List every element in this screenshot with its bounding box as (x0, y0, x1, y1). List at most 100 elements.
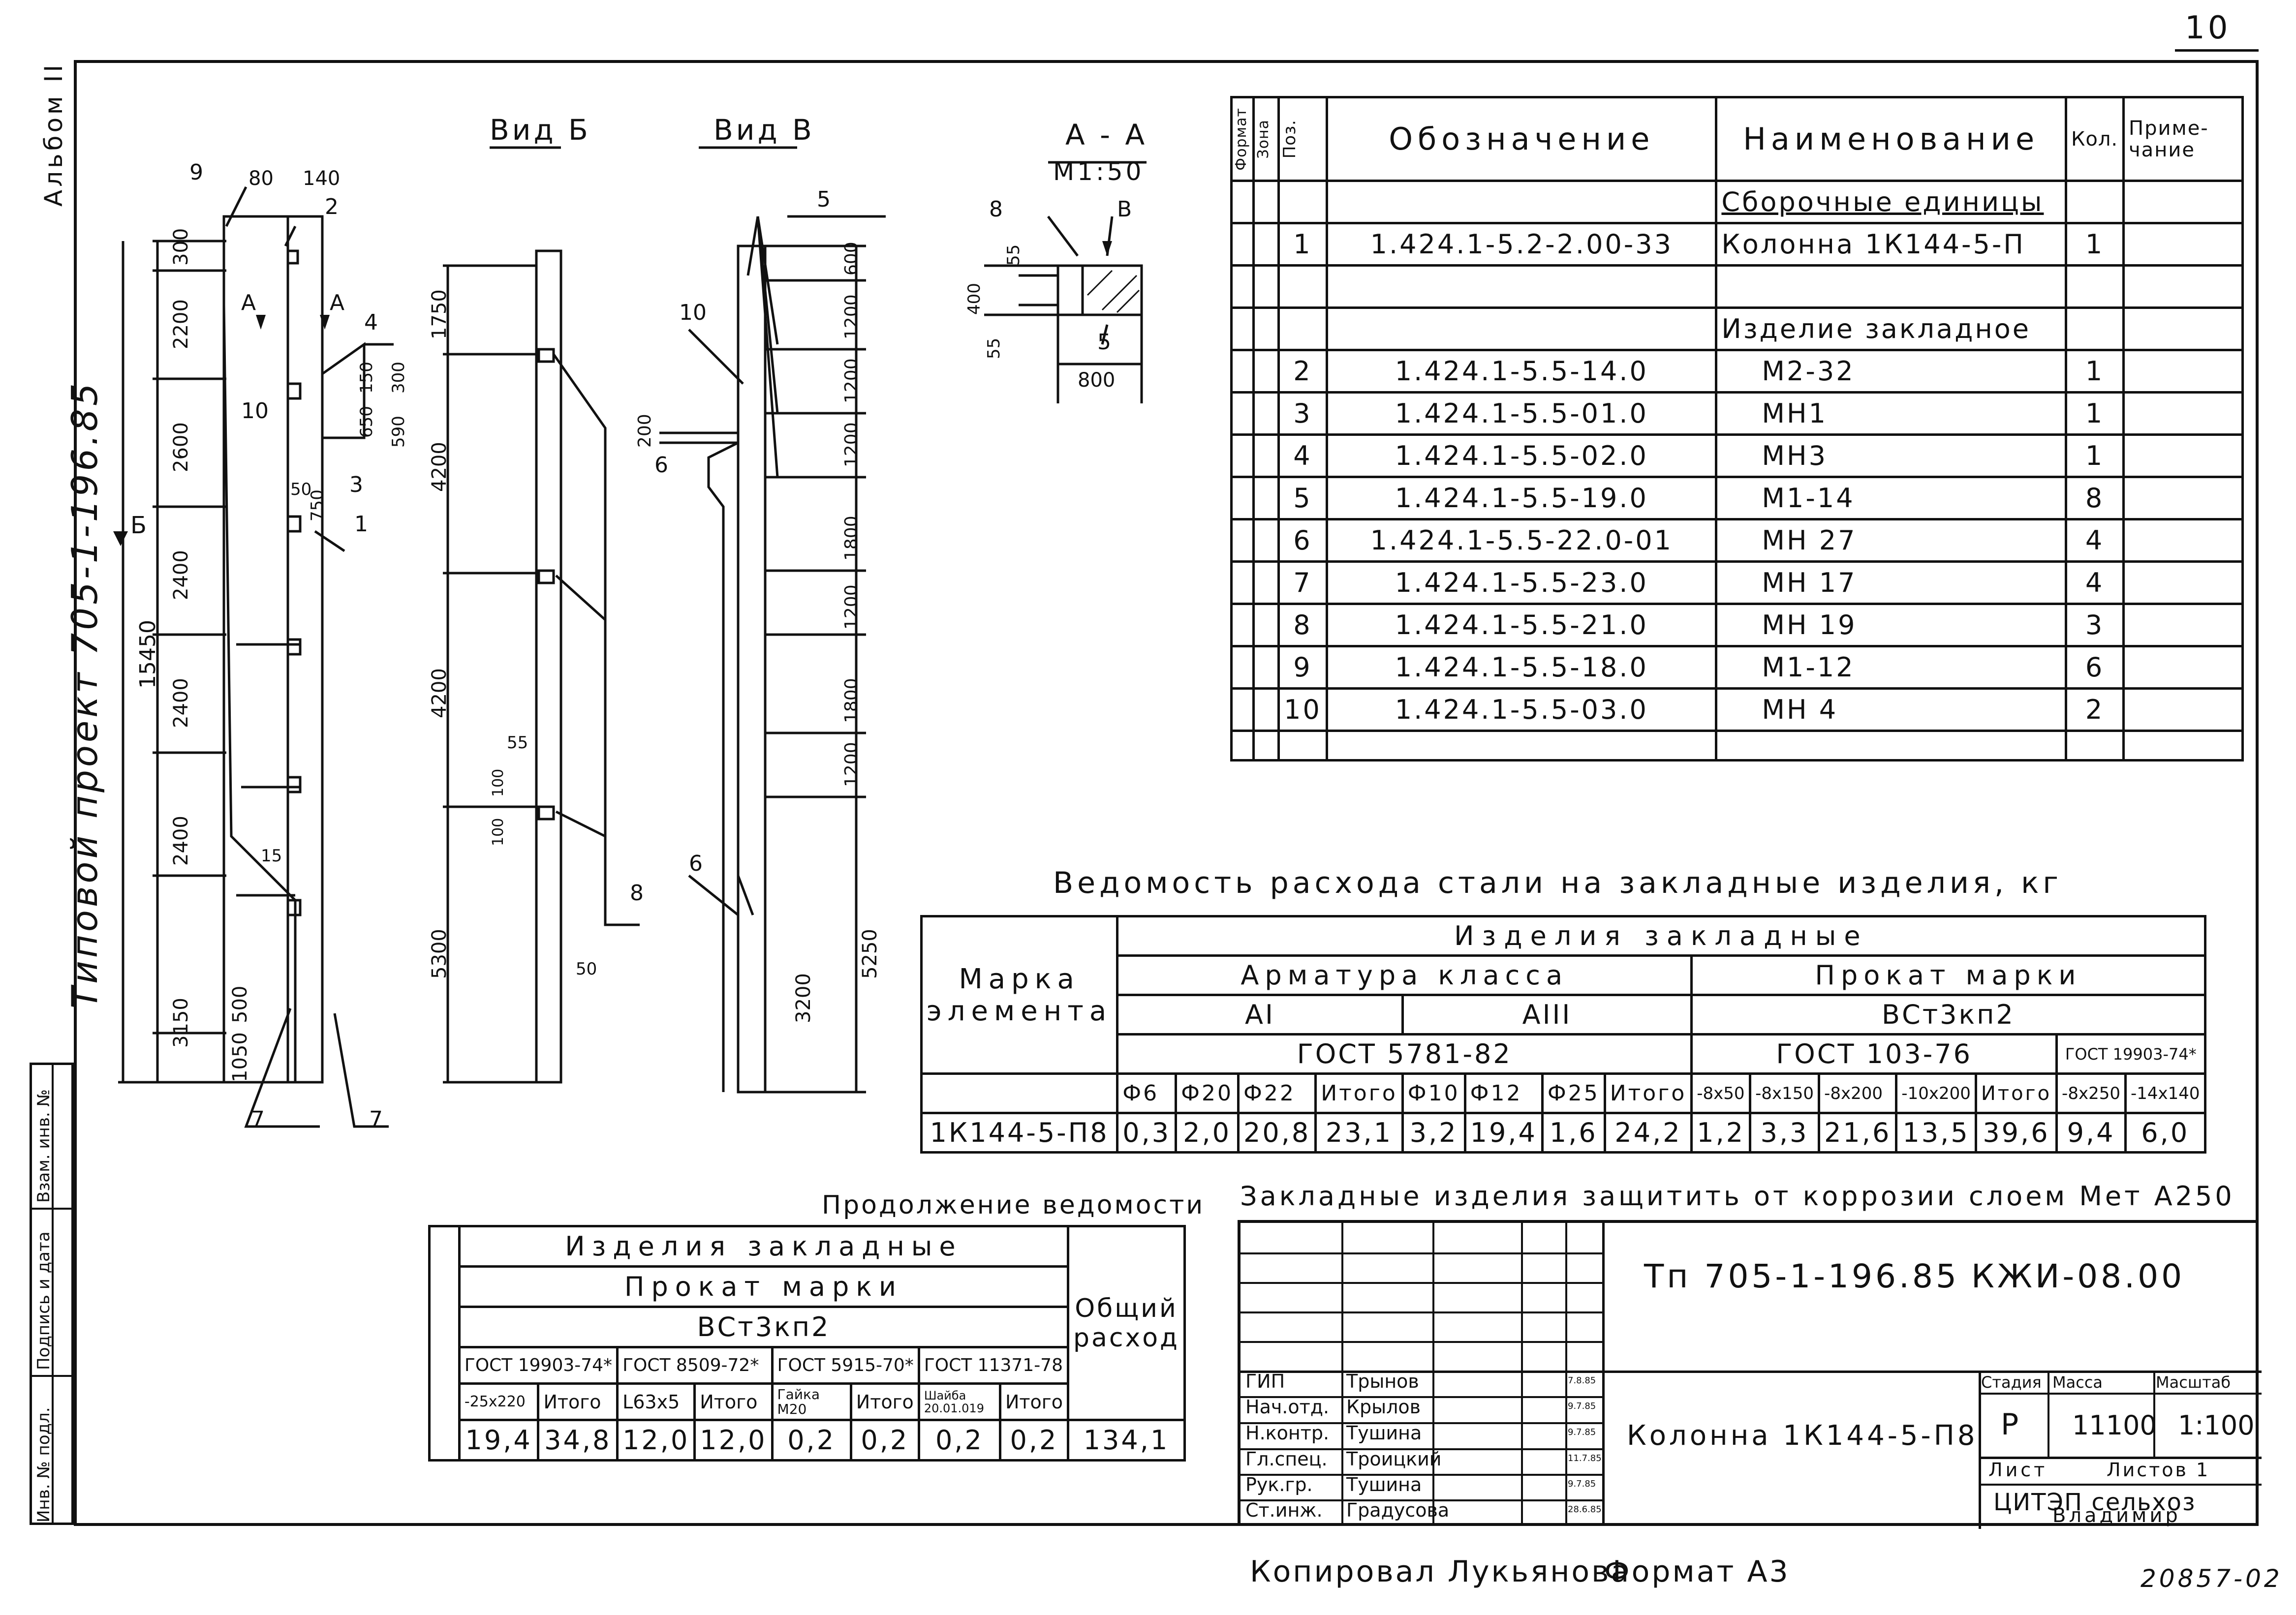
spec-h-note: Приме-чание (2122, 96, 2244, 182)
dim-300b: 300 (389, 362, 408, 394)
tb-staff-role-5: Ст.инж. (1245, 1499, 1323, 1521)
tb-stage-label: Стадия (1981, 1373, 2042, 1392)
steel-title: Ведомость расхода стали на закладные изд… (1053, 866, 2062, 900)
dim-590: 590 (389, 416, 408, 448)
table-row: 1 1.424.1-5.2-2.00-33 Колонна 1К144-5-П … (1230, 222, 2244, 267)
spec-group-embedded: Изделие закладное (1715, 306, 2067, 351)
vv-dim-1200c: 1200 (841, 422, 862, 467)
pos-10: 10 (241, 398, 269, 424)
vv-dim-5250: 5250 (859, 929, 881, 979)
section-title: А - А (1065, 118, 1148, 152)
vv-dim-1200a: 1200 (841, 294, 862, 339)
steel-mark-header: Марка элемента (920, 915, 1119, 1075)
tb-staff-name-0: Трынов (1346, 1371, 1419, 1392)
spec-table: Формат Зона Поз. Обозначение Наименовани… (1230, 96, 2244, 762)
dim-2400-c: 2400 (170, 816, 192, 866)
dim-2200: 2200 (170, 299, 192, 349)
tb-scale: 1:100 (2178, 1410, 2255, 1441)
dim-2400-a: 2400 (170, 550, 192, 600)
aa-dim-55b: 55 (984, 337, 1004, 359)
aa-dim-400: 400 (964, 283, 984, 315)
tb-staff-date-4: 9.7.85 (1568, 1479, 1596, 1489)
spec-h-qty: Кол. (2064, 96, 2125, 182)
pos-7b: 7 (369, 1107, 383, 1132)
vv-pos-6b: 6 (689, 851, 703, 876)
vb-dim-5300: 5300 (428, 929, 451, 979)
footer-copied: Копировал Лукьянова (1250, 1554, 1631, 1589)
view-v-title: Вид В (714, 113, 815, 147)
vb-dim-50: 50 (576, 959, 597, 979)
tb-mass: 11100 (2072, 1410, 2157, 1441)
tb-staff-name-1: Крылов (1346, 1396, 1421, 1418)
aa-dim-55a: 55 (1004, 244, 1024, 266)
continuation-table: Изделия закладные Общий расход Прокат ма… (428, 1225, 1186, 1462)
tb-staff-role-1: Нач.отд. (1245, 1396, 1330, 1418)
vb-dim-100b: 100 (490, 818, 507, 846)
aa-pos-5: 5 (1097, 330, 1111, 355)
side-stamp: Инв. № подл. Подпись и дата Взам. инв. № (30, 1063, 74, 1525)
pos-7a: 7 (251, 1107, 265, 1132)
tb-staff-role-2: Н.контр. (1245, 1422, 1330, 1444)
dim-300: 300 (170, 228, 192, 266)
continuation-title: Продолжение ведомости (822, 1190, 1205, 1220)
tb-code: КЖИ-08.00 (1971, 1257, 2185, 1295)
vv-dim-600: 600 (841, 242, 862, 275)
vv-dim-1200d: 1200 (841, 584, 862, 630)
pos-9: 9 (189, 160, 203, 185)
tb-scale-label: Масштаб (2156, 1373, 2231, 1392)
footer-number: 20857-02 (2141, 1564, 2283, 1593)
tb-staff-role-0: ГИП (1245, 1371, 1285, 1392)
spec-h-code: Обозначение (1326, 96, 1718, 182)
tb-staff-role-3: Гл.спец. (1245, 1448, 1328, 1470)
tb-staff-name-4: Тушина (1346, 1474, 1422, 1495)
vb-dim-4200a: 4200 (428, 442, 451, 492)
tb-staff-date-0: 7.8.85 (1568, 1375, 1596, 1386)
dim-overall: 15450 (135, 620, 160, 689)
footer-format: Формат А3 (1604, 1554, 1790, 1589)
table-row: 19,4 34,8 12,0 12,0 0,2 0,2 0,2 0,2 134,… (430, 1419, 1186, 1462)
pos-4: 4 (364, 310, 378, 335)
tb-org: ЦИТЭП сельхоз (1993, 1489, 2196, 1516)
corrosion-note: Закладные изделия защитить от коррозии с… (1240, 1181, 2235, 1212)
vb-dim-1750: 1750 (428, 289, 451, 339)
tb-staff-name-3: Троицкий (1346, 1448, 1442, 1470)
tb-stage: Р (2001, 1407, 2022, 1442)
pos-3: 3 (349, 472, 363, 497)
steel-group: Изделия закладные (1116, 915, 2206, 957)
mark-b: Б (130, 512, 147, 539)
dim-650: 650 (357, 406, 376, 438)
mark-a-left: А (241, 290, 256, 315)
title-block: Тп 705-1-196.85 КЖИ-08.00 Колонна 1К144-… (1238, 1220, 2262, 1529)
pos-2: 2 (325, 194, 339, 219)
spec-header-row: Формат Зона Поз. Обозначение Наименовани… (1230, 96, 2244, 182)
tb-staff-date-2: 9.7.85 (1568, 1427, 1596, 1437)
steel-table: Марка элемента Изделия закладные Арматур… (920, 915, 2206, 1154)
vb-pos-8: 8 (630, 881, 644, 906)
vv-pos-5: 5 (817, 187, 831, 212)
dim-500: 500 (229, 985, 251, 1023)
aa-pos-8: 8 (989, 197, 1003, 222)
vv-dim-200: 200 (635, 414, 655, 448)
dim-2400-b: 2400 (170, 678, 192, 728)
tb-sheet-label: Лист (1988, 1459, 2048, 1481)
aa-dim-800: 800 (1078, 369, 1116, 392)
tb-mass-label: Масса (2052, 1373, 2103, 1392)
tb-staff-name-2: Тушина (1346, 1422, 1422, 1444)
dim-150: 150 (357, 362, 376, 394)
tb-project: Тп 705-1-196.85 (1644, 1257, 1959, 1295)
dim-15: 15 (261, 846, 282, 866)
vv-pos-6a: 6 (654, 453, 668, 478)
vv-dim-3200: 3200 (792, 973, 815, 1023)
tb-city: Владимир (2052, 1504, 2181, 1527)
dim-1050: 1050 (229, 1032, 251, 1082)
spec-h-pos: Поз. (1277, 96, 1329, 182)
